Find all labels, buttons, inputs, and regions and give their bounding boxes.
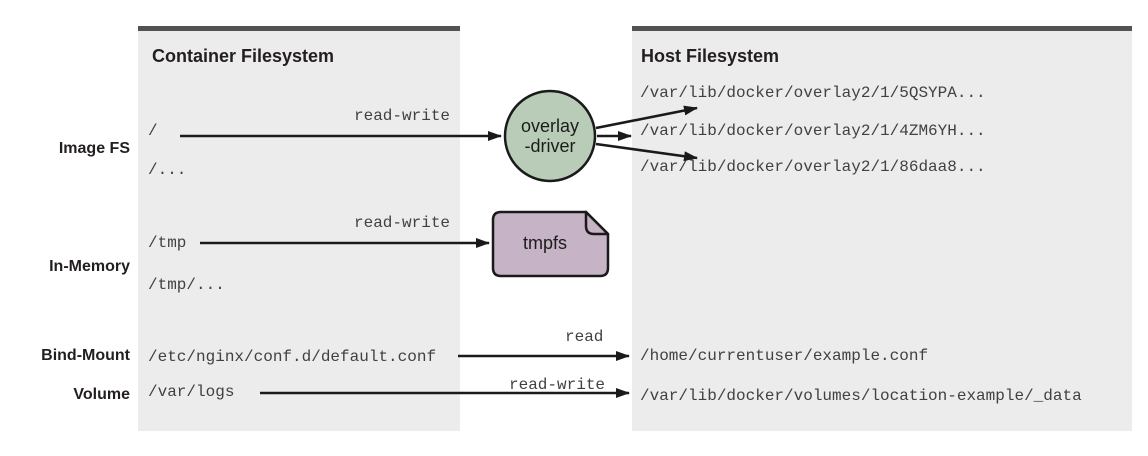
group-label-bind-mount: Bind-Mount xyxy=(41,347,130,364)
arrow-label-bind-mount: read xyxy=(565,328,604,346)
container-path-root: / xyxy=(148,122,158,140)
container-filesystem-panel: Container Filesystem xyxy=(138,26,460,431)
host-path-overlay-3: /var/lib/docker/overlay2/1/86daa8... xyxy=(640,158,986,176)
container-panel-top-bar xyxy=(138,26,460,31)
overlay-driver-label-line2: -driver xyxy=(524,136,576,156)
container-path-volume: /var/logs xyxy=(148,383,235,401)
host-path-overlay-1: /var/lib/docker/overlay2/1/5QSYPA... xyxy=(640,84,986,102)
group-label-image-fs: Image FS xyxy=(58,140,130,157)
host-panel-top-bar xyxy=(632,26,1132,31)
host-path-overlay-2: /var/lib/docker/overlay2/1/4ZM6YH... xyxy=(640,122,986,140)
group-label-volume: Volume xyxy=(73,386,130,403)
arrow-label-image-fs: read-write xyxy=(354,107,451,125)
container-path-tmp: /tmp xyxy=(148,234,187,252)
group-label-in-memory: In-Memory xyxy=(49,258,130,275)
arrow-label-volume: read-write xyxy=(509,376,606,394)
tmpfs-folded-corner xyxy=(584,210,610,236)
arrow-label-in-memory: read-write xyxy=(354,214,451,232)
overlay-driver-label-line1: overlay xyxy=(520,116,580,136)
host-filesystem-panel: Host Filesystem xyxy=(632,26,1132,431)
container-filesystem-title: Container Filesystem xyxy=(152,46,335,66)
overlay-driver-label: overlay -driver xyxy=(505,116,595,156)
tmpfs-label: tmpfs xyxy=(522,233,567,253)
host-path-volume: /var/lib/docker/volumes/location-example… xyxy=(640,387,1082,405)
container-path-bind-mount: /etc/nginx/conf.d/default.conf xyxy=(148,348,437,366)
container-path-tmp-etc: /tmp/... xyxy=(148,276,225,294)
host-filesystem-title: Host Filesystem xyxy=(641,46,780,66)
container-path-root-etc: /... xyxy=(148,161,187,179)
host-path-bind-mount: /home/currentuser/example.conf xyxy=(640,347,929,365)
